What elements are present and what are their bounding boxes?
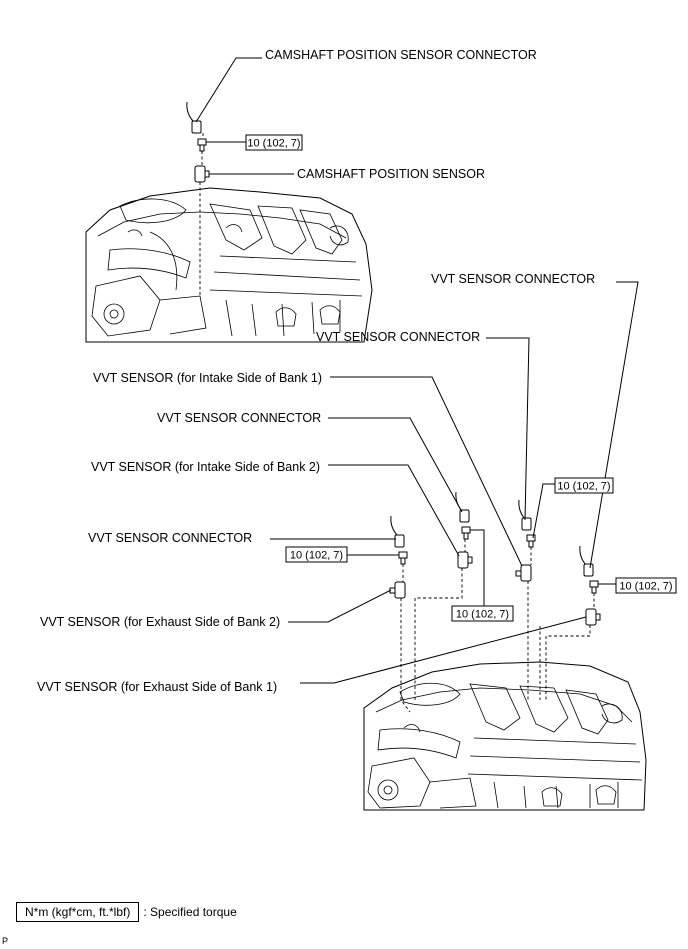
label-vvt-connector-mid-right: VVT SENSOR CONNECTOR <box>316 330 480 344</box>
label-vvt-connector-mid: VVT SENSOR CONNECTOR <box>157 411 321 425</box>
camshaft-sensor-part <box>194 165 210 183</box>
label-vvt-sensor-exhaust-bank2: VVT SENSOR (for Exhaust Side of Bank 2) <box>40 615 280 629</box>
leader-vvt-sensor-intake-bank1 <box>330 376 523 567</box>
leader-vvt-connector-mid-right <box>486 337 530 521</box>
lower-engine-illustration <box>363 661 647 811</box>
torque-box-intake-bank2 <box>451 605 514 622</box>
torque-box-exhaust-bank1 <box>615 577 677 594</box>
leader-vvt-sensor-exhaust-bank1 <box>300 616 587 684</box>
label-vvt-connector-right: VVT SENSOR CONNECTOR <box>431 272 595 286</box>
torque-intake-bank1: 10 (102, 7) <box>557 481 610 493</box>
vvt-sensor-intake-bank2-part <box>457 551 473 569</box>
label-vvt-sensor-exhaust-bank1: VVT SENSOR (for Exhaust Side of Bank 1) <box>37 680 277 694</box>
vvt-sensor-exhaust-bank1-part <box>585 608 601 626</box>
leader-camshaft-connector <box>195 57 262 123</box>
leader-torque-intake-bank1 <box>532 483 556 539</box>
vvt-connector-right-part <box>579 545 594 577</box>
camshaft-bolt-part <box>197 138 207 152</box>
leader-vvt-connector-mid <box>328 417 463 513</box>
leader-vvt-sensor-intake-bank2 <box>328 464 460 557</box>
torque-box-exhaust-bank2 <box>285 546 348 563</box>
label-camshaft-connector: CAMSHAFT POSITION SENSOR CONNECTOR <box>265 48 537 62</box>
upper-engine-illustration <box>85 187 373 343</box>
vvt-connector-mid-part <box>455 491 470 523</box>
label-camshaft-sensor: CAMSHAFT POSITION SENSOR <box>297 167 485 181</box>
torque-box-intake-bank1 <box>554 477 614 494</box>
torque-intake-bank2: 10 (102, 7) <box>456 609 509 621</box>
torque-exhaust-bank2: 10 (102, 7) <box>290 550 343 562</box>
leader-vvt-sensor-exhaust-bank2 <box>288 589 392 623</box>
vvt-sensor-intake-bank1-part <box>515 564 532 582</box>
torque-exhaust-bank1: 10 (102, 7) <box>619 581 672 593</box>
torque-legend: N*m (kgf*cm, ft.*lbf) : Specified torque <box>16 901 237 923</box>
vvt-bolt-intake-bank2-part <box>461 526 471 540</box>
exhaust-bank1-install-path <box>539 593 595 700</box>
legend-unit-box: N*m (kgf*cm, ft.*lbf) <box>16 902 140 922</box>
vvt-bolt-exhaust-bank2-part <box>398 551 408 565</box>
torque-camshaft: 10 (102, 7) <box>247 138 300 150</box>
label-vvt-sensor-intake-bank2: VVT SENSOR (for Intake Side of Bank 2) <box>91 460 320 474</box>
intake-bank1-install-path <box>527 547 532 700</box>
legend-description: : Specified torque <box>143 905 237 919</box>
leader-vvt-connector-right <box>589 281 639 569</box>
label-vvt-connector-left: VVT SENSOR CONNECTOR <box>88 531 252 545</box>
label-vvt-sensor-intake-bank1: VVT SENSOR (for Intake Side of Bank 1) <box>93 371 322 385</box>
vvt-connector-left-part <box>390 515 405 548</box>
exhaust-bank2-install-path <box>400 564 411 713</box>
page-mark: P <box>2 936 9 946</box>
vvt-bolt-intake-bank1-part <box>526 534 536 548</box>
intake-bank2-install-path <box>414 539 466 700</box>
leader-torque-intake-bank2 <box>470 529 485 606</box>
torque-box-camshaft <box>245 134 303 151</box>
camshaft-install-path <box>199 133 204 296</box>
vvt-sensor-exhaust-bank2-part <box>389 581 406 599</box>
vvt-bolt-exhaust-bank1-part <box>589 580 599 594</box>
